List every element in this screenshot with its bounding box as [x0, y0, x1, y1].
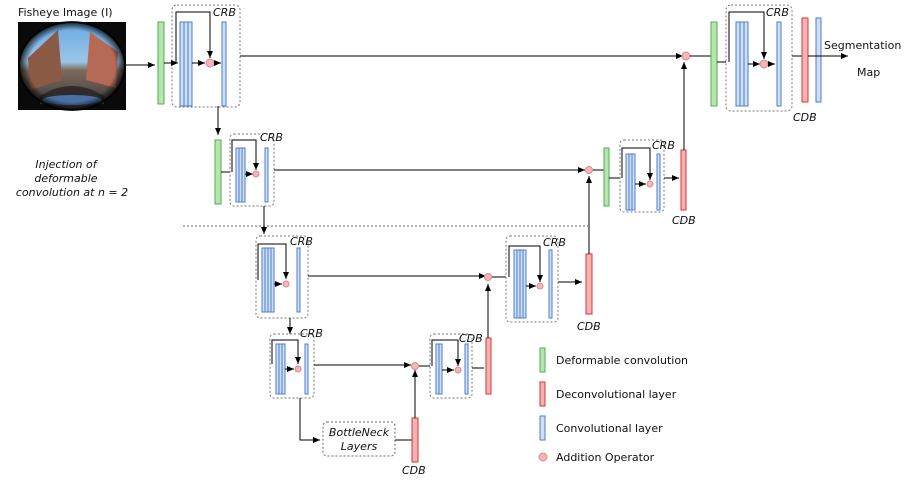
bottleneck-box — [322, 421, 396, 457]
addition-operator — [282, 280, 290, 288]
conv-bar — [270, 247, 275, 313]
injection-note-line2: deformable — [34, 172, 97, 185]
blue-bar-icon — [539, 415, 546, 441]
conv-bar — [221, 21, 227, 107]
crb-label: CRB — [300, 327, 323, 340]
crb-block — [429, 333, 473, 399]
deformable-conv-bar — [710, 21, 718, 107]
conv-bar — [548, 249, 553, 319]
legend-addition-operator: Addition Operator — [556, 451, 655, 464]
crb-block — [619, 139, 665, 213]
crb-block — [269, 333, 315, 399]
addition-operator — [759, 59, 769, 69]
deconv-bar — [485, 337, 492, 395]
conv-bar — [739, 21, 745, 107]
crb-block — [171, 4, 241, 108]
conv-bar — [183, 21, 189, 107]
deformable-conv-bar — [603, 147, 610, 207]
deconv-bar — [411, 417, 419, 463]
conv-bar — [187, 21, 193, 107]
pink-dot-icon — [538, 452, 548, 462]
deformable-conv-bar — [214, 139, 222, 205]
legend-deformable-conv: Deformable convolution — [556, 354, 688, 367]
output-line1: Segmentation — [824, 39, 901, 52]
addition-operator — [454, 366, 462, 374]
cdb-label: CDB — [577, 320, 601, 333]
addition-operator — [536, 282, 544, 290]
cdb-label: CDB — [793, 111, 817, 124]
addition-operator — [294, 365, 302, 373]
deconv-bar — [801, 17, 809, 103]
deformable-conv-bar — [157, 21, 165, 105]
conv-bar — [179, 21, 185, 107]
conv-bar — [735, 21, 741, 107]
crb-label: CRB — [652, 139, 675, 152]
cdb-label: CDB — [672, 214, 696, 227]
crb-block — [505, 235, 559, 323]
bottleneck-line1: BottleNeck — [329, 426, 390, 439]
conv-bar — [281, 343, 286, 395]
bottleneck-line2: Layers — [341, 440, 378, 453]
conv-bar — [656, 153, 661, 211]
crb-block — [229, 133, 275, 207]
legend-deconv-layer: Deconvolutional layer — [556, 388, 677, 401]
legend: Deformable convolution Deconvolutional l… — [538, 347, 688, 464]
conv-bar — [631, 153, 636, 211]
crb-label: CRB — [260, 131, 283, 144]
conv-bar — [304, 343, 309, 395]
addition-operator — [411, 362, 419, 370]
legend-conv-layer: Convolutional layer — [556, 422, 663, 435]
conv-bar — [776, 21, 782, 107]
crb-block — [255, 235, 309, 319]
deconv-bar — [585, 253, 593, 315]
crb-label: CRB — [766, 6, 789, 19]
conv-bar — [264, 147, 269, 203]
crb-label: CRB — [213, 6, 236, 19]
injection-note-line1: Injection of — [35, 158, 98, 171]
green-bar-icon — [539, 347, 546, 373]
addition-operator — [681, 51, 691, 61]
output-line2: Map — [857, 66, 880, 79]
conv-bar — [438, 343, 443, 395]
conv-bar — [241, 147, 246, 203]
conv-bar — [296, 247, 301, 313]
conv-bar — [743, 21, 749, 107]
fisheye-image — [18, 21, 126, 111]
addition-operator — [205, 58, 215, 68]
red-bar-icon — [539, 381, 546, 407]
crb-block — [725, 4, 793, 112]
injection-note-line3: convolution at n = 2 — [16, 186, 128, 199]
addition-operator — [646, 180, 654, 188]
crb-label: CRB — [290, 235, 313, 248]
deconv-bar — [680, 149, 687, 211]
addition-operator — [252, 170, 260, 178]
conv-bar — [815, 17, 822, 103]
cdb-label: CDB — [459, 332, 483, 345]
input-title: Fisheye Image (I) — [18, 6, 113, 19]
cdb-label: CDB — [402, 464, 426, 477]
addition-operator — [484, 273, 492, 281]
conv-bar — [522, 249, 527, 319]
addition-operator — [585, 166, 593, 174]
crb-label: CRB — [543, 236, 566, 249]
conv-bar — [464, 343, 469, 395]
